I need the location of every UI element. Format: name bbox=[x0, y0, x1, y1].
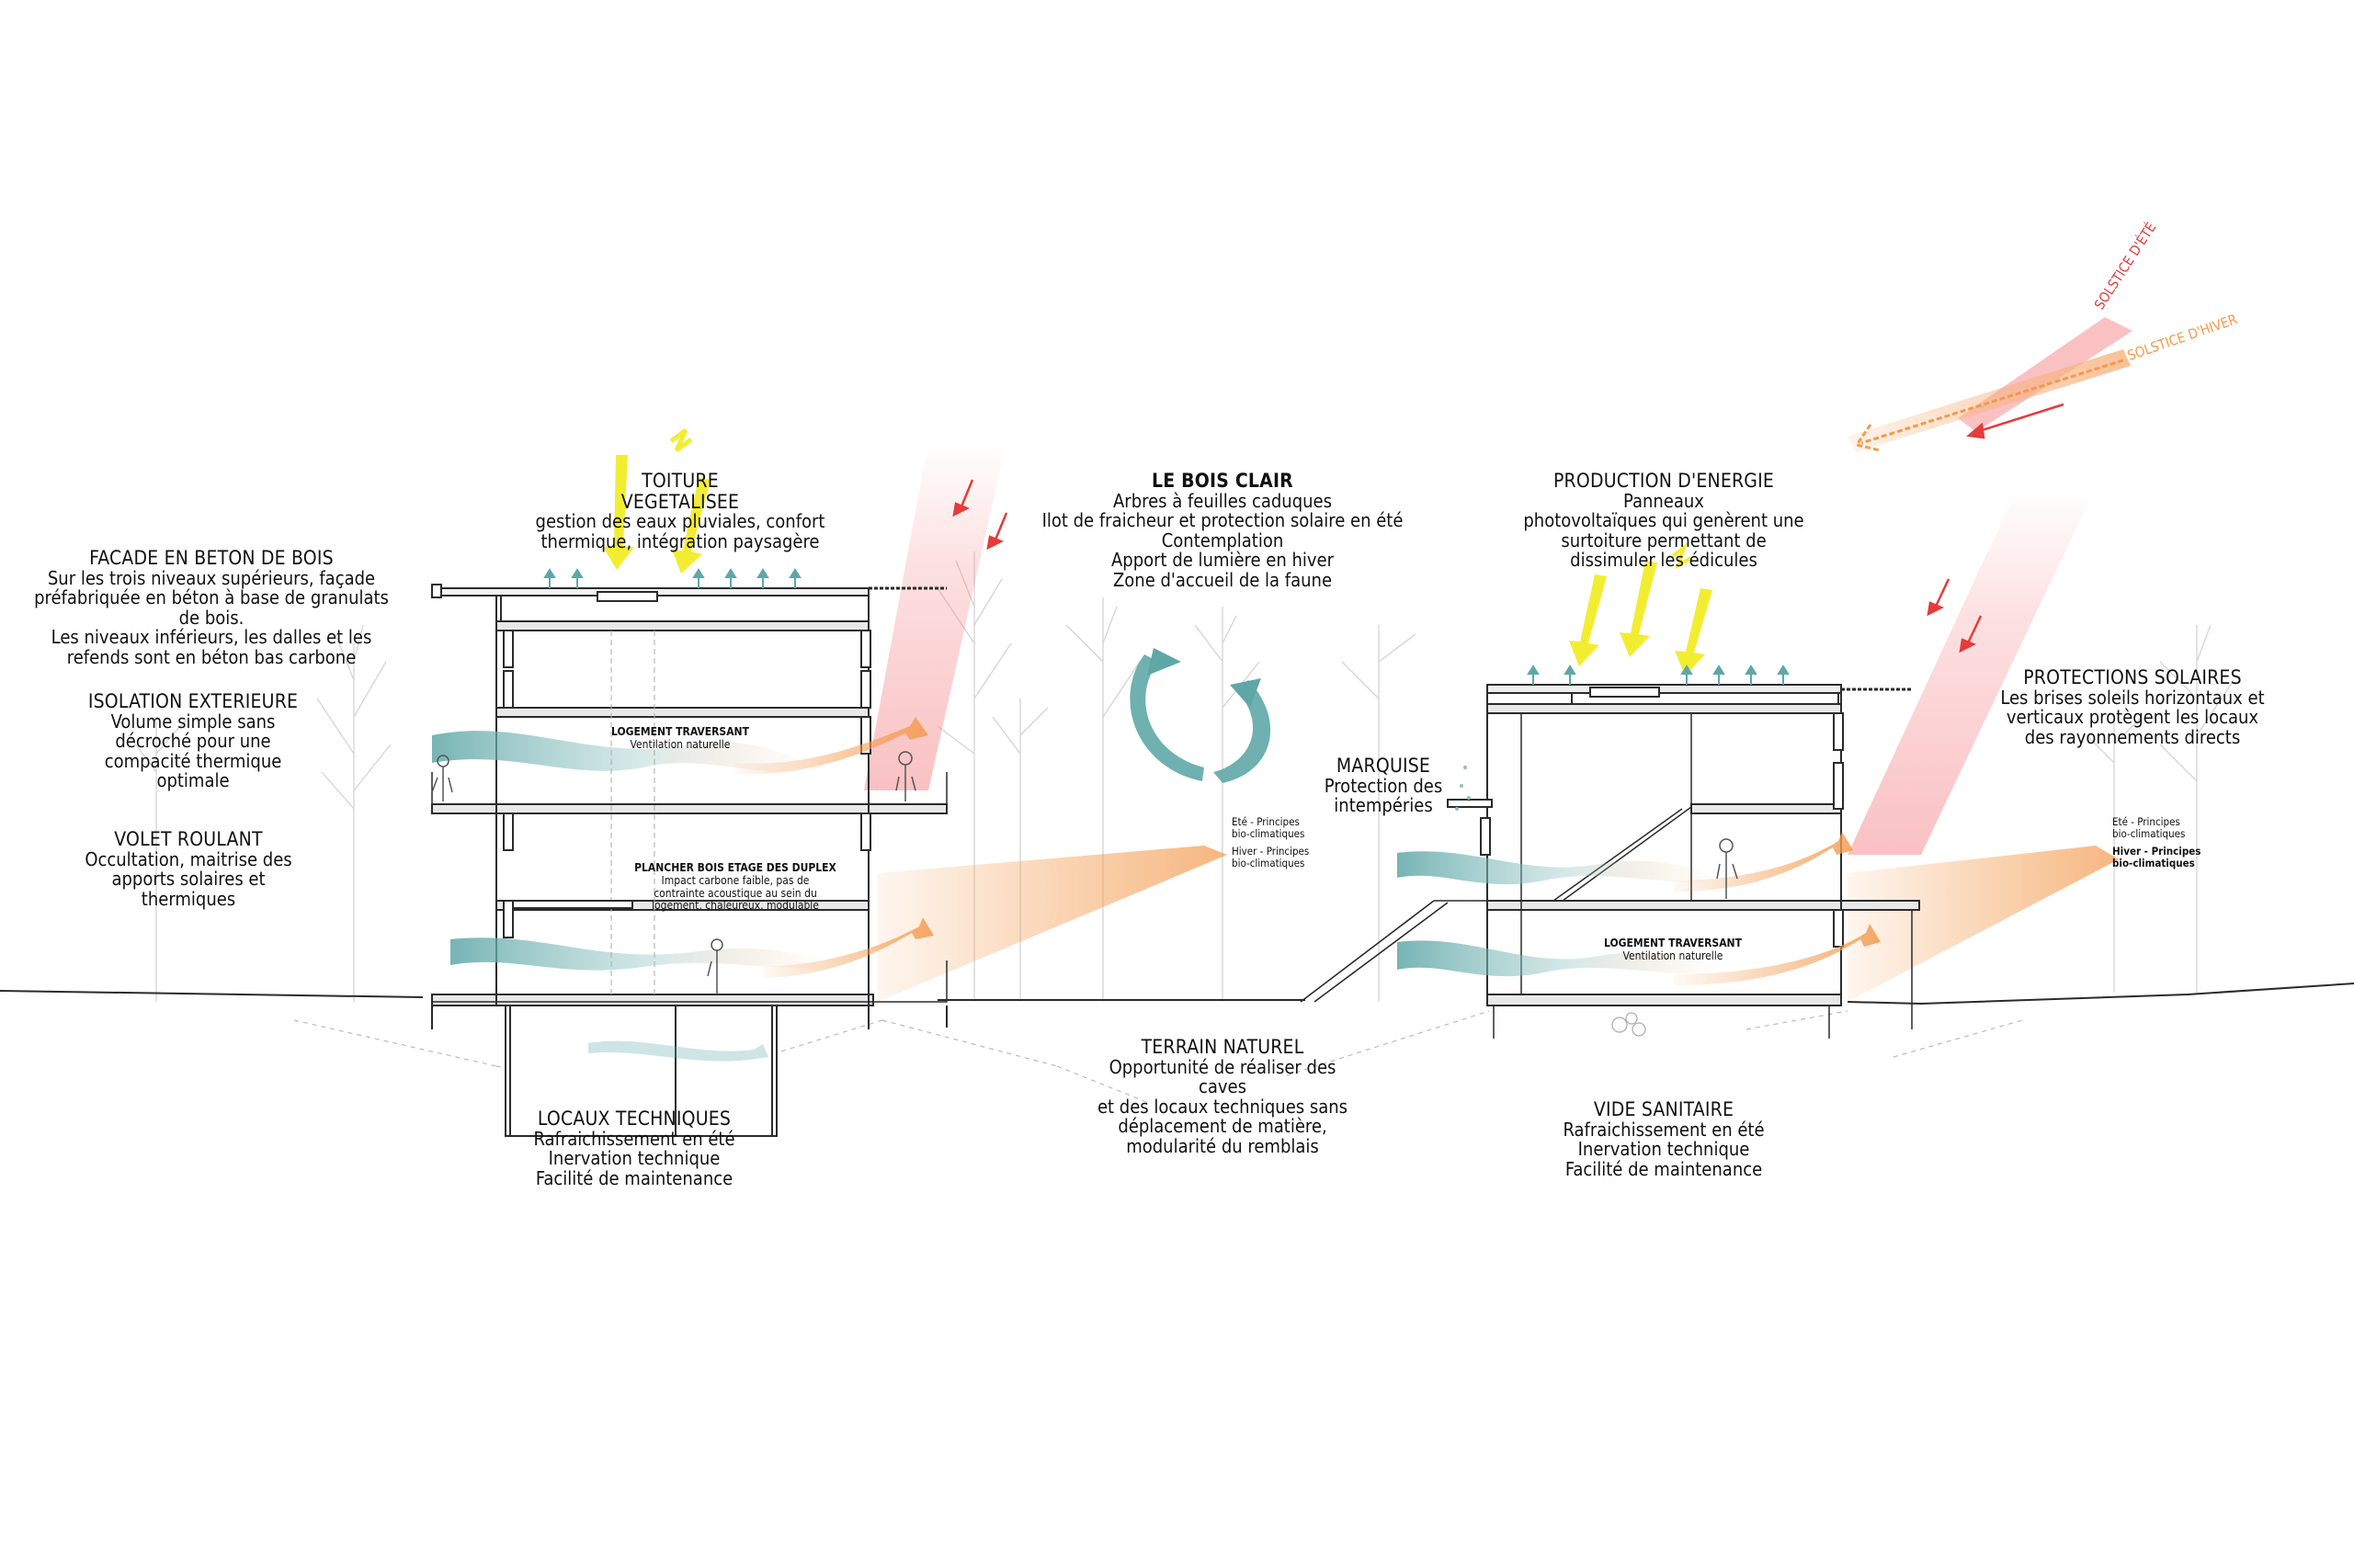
protections-title: PROTECTIONS SOLAIRES bbox=[2023, 666, 2242, 688]
small-plancher: PLANCHER BOIS ETAGE DES DUPLEX Impact ca… bbox=[634, 861, 836, 913]
terrain-title: TERRAIN NATUREL bbox=[1141, 1036, 1304, 1058]
volet-line-1: Occultation, maitrise des bbox=[85, 847, 292, 870]
production-line-2: photovoltaïques qui genèrent une bbox=[1523, 509, 1804, 532]
legend-right-ete-1: Eté - Principes bbox=[2112, 815, 2180, 828]
production-line-3: surtoiture permettant de bbox=[1561, 528, 1767, 551]
legend-right: Eté - Principes bio-climatiques Hiver - … bbox=[2112, 816, 2200, 869]
small-logement-right: LOGEMENT TRAVERSANT Ventilation naturell… bbox=[1581, 937, 1765, 963]
legend-right-hiver-2: bio-climatiques bbox=[2112, 856, 2195, 869]
left-building-section bbox=[431, 584, 948, 1137]
toiture-line-2: thermique, intégration paysagère bbox=[540, 529, 820, 552]
label-isolation: ISOLATION EXTERIEURE Volume simple sans … bbox=[37, 691, 349, 791]
locaux-line-3: Facilité de maintenance bbox=[535, 1166, 733, 1189]
toiture-line-1: gestion des eaux pluviales, confort bbox=[535, 510, 825, 533]
marquise-title: MARQUISE bbox=[1336, 755, 1431, 777]
locaux-line-2: Inervation technique bbox=[548, 1147, 721, 1170]
volet-title: VOLET ROULANT bbox=[114, 828, 263, 850]
label-marquise: MARQUISE Protection des intempéries bbox=[1287, 756, 1480, 816]
legend-right-hiver-1: Hiver - Principes bbox=[2112, 844, 2201, 858]
logement-left-line-1: Ventilation naturelle bbox=[630, 737, 731, 751]
bois-clair-line-1: Arbres à feuilles caduques bbox=[1113, 489, 1332, 512]
logement-right-title: LOGEMENT TRAVERSANT bbox=[1604, 937, 1742, 949]
legend-left-hiver-1: Hiver - Principes bbox=[1232, 844, 1310, 858]
locaux-title: LOCAUX TECHNIQUES bbox=[537, 1108, 732, 1130]
vide-line-3: Facilité de maintenance bbox=[1564, 1157, 1763, 1180]
production-line-4: dissimuler les édicules bbox=[1570, 549, 1757, 572]
vide-line-2: Inervation technique bbox=[1577, 1138, 1750, 1161]
facade-line-3: de bois. bbox=[178, 606, 244, 629]
vide-line-1: Rafraichissement en été bbox=[1563, 1118, 1765, 1141]
roof-evaporation-arrows bbox=[543, 568, 1790, 685]
legend-left: Eté - Principes bio-climatiques Hiver - … bbox=[1232, 816, 1309, 869]
legend-left-ete-2: bio-climatiques bbox=[1232, 826, 1305, 840]
winter-arrow bbox=[1854, 358, 2124, 452]
label-bois-clair: LE BOIS CLAIR Arbres à feuilles caduques… bbox=[1011, 471, 1434, 591]
small-logement-left: LOGEMENT TRAVERSANT Ventilation naturell… bbox=[588, 725, 772, 752]
rain-drops bbox=[1455, 766, 1471, 811]
terrain-line-2: caves bbox=[1198, 1075, 1246, 1098]
right-building-section bbox=[1300, 684, 1920, 1039]
legend-right-ete-2: bio-climatiques bbox=[2112, 826, 2186, 840]
pipes-vide-sanitaire bbox=[1611, 1012, 1646, 1037]
plancher-line-1: Impact carbone faible, pas de bbox=[661, 873, 810, 887]
volet-line-3: thermiques bbox=[141, 887, 236, 910]
isolation-title: ISOLATION EXTERIEURE bbox=[87, 690, 299, 712]
label-volet: VOLET ROULANT Occultation, maitrise des … bbox=[37, 829, 340, 909]
label-production: PRODUCTION D'ENERGIE Panneaux photovolta… bbox=[1489, 471, 1838, 571]
facade-title: FACADE EN BETON DE BOIS bbox=[89, 547, 334, 569]
marquise-line-1: Protection des bbox=[1324, 774, 1443, 797]
production-title: PRODUCTION D'ENERGIE bbox=[1552, 470, 1775, 492]
circular-airflow-arrows bbox=[1130, 648, 1271, 783]
toiture-title-2: VEGETALISEE bbox=[620, 490, 740, 513]
label-toiture: TOITURE VEGETALISEE gestion des eaux plu… bbox=[515, 471, 846, 552]
label-vide: VIDE SANITAIRE Rafraichissement en été I… bbox=[1526, 1099, 1802, 1179]
sun-arrows bbox=[952, 403, 2064, 653]
legend-left-hiver-2: bio-climatiques bbox=[1232, 856, 1305, 869]
trees-background bbox=[128, 551, 2235, 1002]
vide-title: VIDE SANITAIRE bbox=[1593, 1098, 1734, 1120]
air-flows bbox=[432, 717, 1881, 1062]
plancher-title: PLANCHER BOIS ETAGE DES DUPLEX bbox=[634, 861, 836, 874]
logement-left-title: LOGEMENT TRAVERSANT bbox=[611, 725, 749, 738]
label-protections: PROTECTIONS SOLAIRES Les brises soleils … bbox=[1958, 667, 2307, 747]
marquise-line-2: intempéries bbox=[1334, 794, 1433, 817]
protections-line-1: Les brises soleils horizontaux et bbox=[2000, 686, 2265, 709]
bois-clair-line-2: Ilot de fraicheur et protection solaire … bbox=[1041, 509, 1404, 532]
ground bbox=[0, 983, 2354, 1104]
isolation-line-3: compacité thermique bbox=[104, 749, 282, 772]
terrain-line-4: déplacement de matière, bbox=[1118, 1115, 1327, 1138]
bois-clair-line-4: Apport de lumière en hiver bbox=[1111, 549, 1334, 572]
protections-line-2: verticaux protègent les locaux bbox=[2006, 706, 2259, 729]
bois-clair-line-3: Contemplation bbox=[1161, 528, 1284, 551]
logement-right-line-1: Ventilation naturelle bbox=[1622, 949, 1723, 962]
locaux-line-1: Rafraichissement en été bbox=[533, 1127, 735, 1150]
facade-line-1: Sur les trois niveaux supérieurs, façade bbox=[47, 566, 376, 589]
legend-left-ete-1: Eté - Principes bbox=[1232, 815, 1300, 828]
terrain-line-3: et des locaux techniques sans bbox=[1097, 1095, 1348, 1118]
label-facade: FACADE EN BETON DE BOIS Sur les trois ni… bbox=[9, 548, 414, 668]
label-terrain: TERRAIN NATUREL Opportunité de réaliser … bbox=[1066, 1037, 1379, 1157]
winter-sun-rays bbox=[878, 349, 2131, 1002]
toiture-title-1: TOITURE bbox=[642, 470, 719, 492]
terrain-line-5: modularité du remblais bbox=[1126, 1135, 1319, 1158]
bois-clair-title: LE BOIS CLAIR bbox=[1152, 470, 1293, 492]
plancher-line-3: logement, chaleureux, modulable bbox=[652, 899, 819, 913]
volet-line-2: apports solaires et bbox=[111, 868, 266, 891]
isolation-line-4: optimale bbox=[156, 769, 230, 792]
isolation-line-2: décroché pour une bbox=[115, 730, 271, 753]
people bbox=[431, 751, 1738, 994]
facade-line-5: refends sont en béton bas carbone bbox=[66, 646, 357, 669]
solar-radiation-arrows bbox=[603, 428, 1712, 676]
facade-line-2: préfabriquée en béton à base de granulat… bbox=[34, 586, 389, 609]
terrain-line-1: Opportunité de réaliser des bbox=[1109, 1055, 1336, 1078]
bois-clair-line-5: Zone d'accueil de la faune bbox=[1112, 569, 1333, 592]
plancher-line-2: contrainte acoustique au sein du bbox=[654, 886, 817, 900]
production-line-1: Panneaux bbox=[1623, 489, 1704, 512]
isolation-line-1: Volume simple sans bbox=[110, 710, 276, 733]
label-locaux: LOCAUX TECHNIQUES Rafraichissement en ét… bbox=[496, 1108, 772, 1188]
protections-line-3: des rayonnements directs bbox=[2024, 725, 2241, 748]
facade-line-4: Les niveaux inférieurs, les dalles et le… bbox=[51, 626, 372, 649]
